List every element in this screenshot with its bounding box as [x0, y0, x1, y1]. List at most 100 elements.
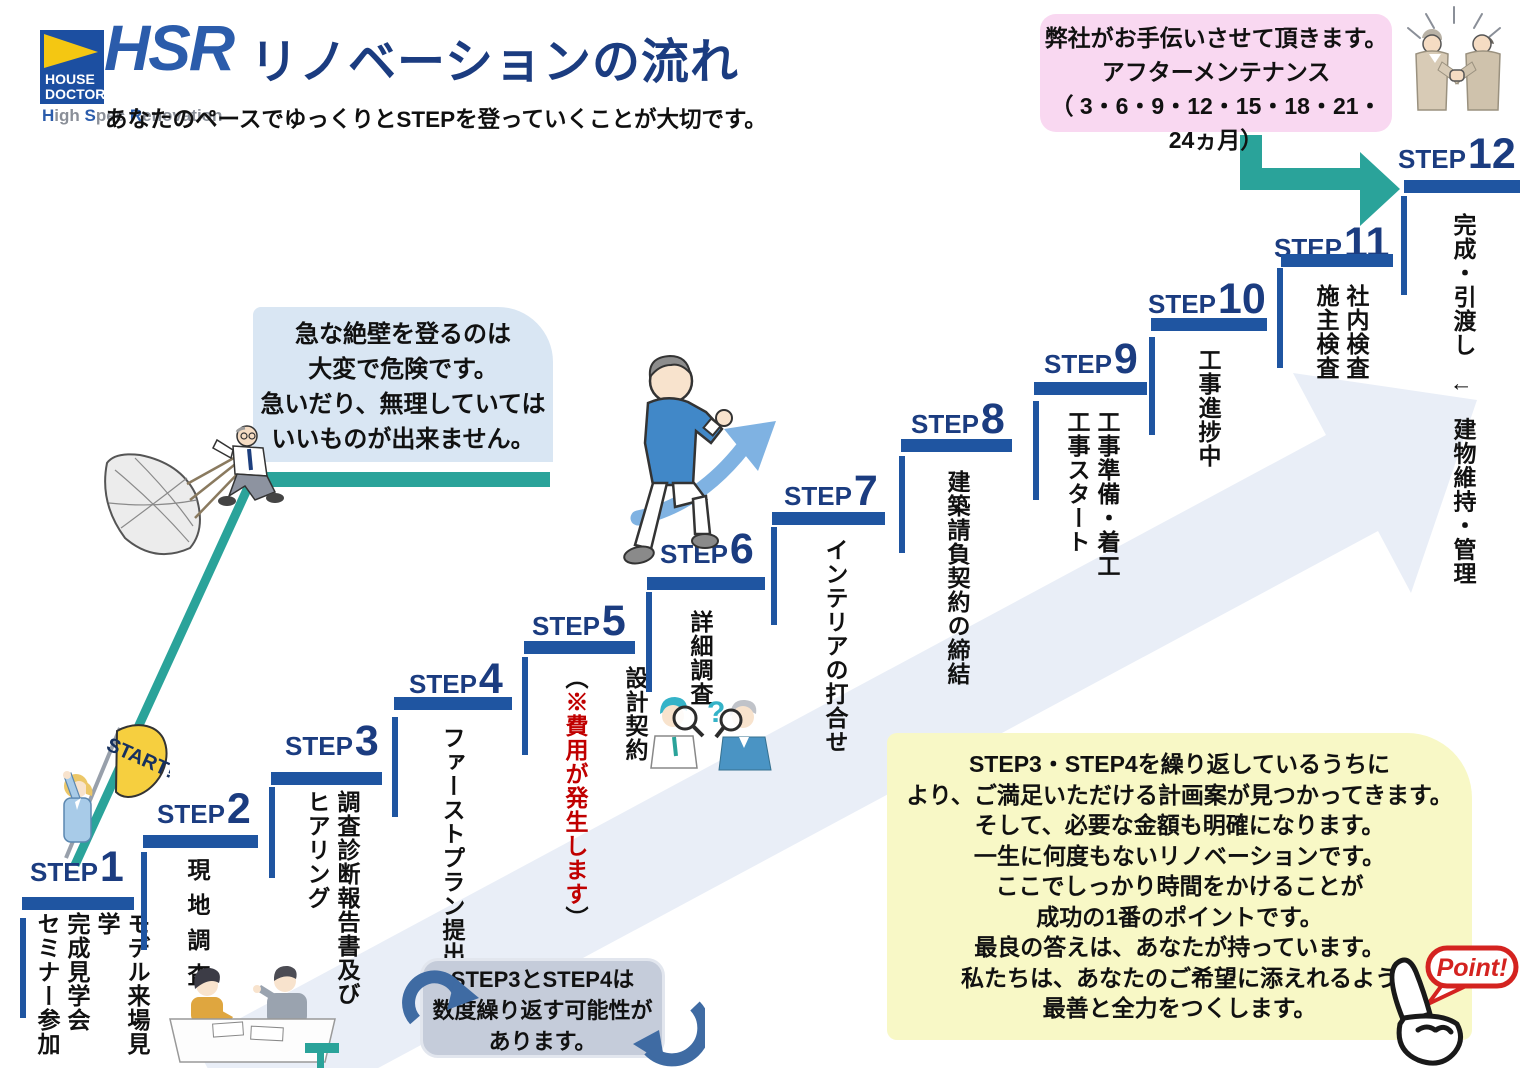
step-word: STEP: [1148, 289, 1216, 319]
step-10-riser: [1149, 337, 1155, 435]
step-8-riser: [899, 456, 905, 553]
logo-acronym: HSR: [104, 12, 235, 84]
tagline-h: H: [42, 106, 55, 125]
index-finger: [1389, 957, 1433, 1025]
house-doctor-logo: HOUSE DOCTOR: [40, 30, 105, 104]
logo-flag-triangle: [44, 34, 98, 68]
step-4-bar: [394, 697, 512, 710]
aftercare-elbow-arrow: [1240, 135, 1400, 226]
step-5-riser: [522, 657, 528, 755]
point-badge-text: Point!: [1437, 954, 1508, 982]
cliff-warning-note: 急な絶壁を登るのは 大変で危険です。 急いだり、無理していては いいものが出来ま…: [253, 307, 553, 462]
step-number: 6: [729, 525, 754, 573]
step-3-title: 調査診断報告書及び ヒアリング: [304, 790, 360, 1006]
logo-doctor-text: DOCTOR: [45, 86, 105, 102]
step-number: 12: [1467, 130, 1516, 178]
step-word: STEP: [157, 799, 225, 829]
step-number: 7: [853, 467, 878, 515]
step-4-title: ファーストプラン提出: [439, 726, 465, 966]
step-word: STEP: [409, 669, 477, 699]
step-word: STEP: [1044, 349, 1112, 379]
step-11-title: 社内検査 施主検査: [1313, 284, 1369, 380]
step-word: STEP: [784, 481, 852, 511]
fist: [1396, 1013, 1463, 1066]
page-subtitle: あなたのペースでゆっくりとSTEPを登っていくことが大切です。: [105, 107, 767, 132]
step-word: STEP: [532, 611, 600, 641]
step-number: 2: [226, 785, 251, 833]
step-8-bar: [901, 439, 1012, 452]
logo-house-text: HOUSE: [45, 71, 95, 87]
step-2-riser: [141, 852, 147, 950]
step-5-title-main: 設計契約: [622, 666, 648, 762]
step-2-bar: [143, 835, 258, 848]
step-12-title: 完成・引渡し ↓ 建物維持・管理: [1450, 213, 1476, 586]
step-8-title: 建築請負契約の締結: [944, 470, 970, 686]
step-11-bar: [1281, 254, 1393, 267]
cliff-ledge-bar: [262, 472, 550, 487]
repeat-note: STEP3とSTEP4は 数度繰り返す可能性が あります。: [420, 958, 665, 1058]
step-7-title: インテリアの打合せ: [822, 538, 848, 754]
step-12-riser: [1401, 196, 1407, 295]
step-10-title: 工事進捗中: [1195, 348, 1221, 468]
step-2-title: 現地調査: [184, 858, 210, 998]
step-1-bar: [22, 897, 134, 910]
step-11-riser: [1277, 268, 1283, 368]
step-9-title: 工事準備・着工 工事スタート: [1064, 410, 1120, 578]
step-1-title: モデル来場見学 完成見学会 セミナー参加: [34, 912, 150, 1056]
tagline-pec: pec: [95, 106, 130, 125]
step-number: 8: [980, 395, 1005, 443]
step-word: STEP: [1398, 144, 1466, 174]
step-12-bar: [1404, 180, 1520, 193]
step-number: 4: [478, 655, 503, 703]
cost-warning-text: ※費用が発生します: [562, 690, 588, 906]
repeat-cycle-arrows: [402, 970, 705, 1067]
step-number: 5: [601, 597, 626, 645]
step-6-riser: [646, 592, 652, 692]
step-9-riser: [1033, 401, 1039, 500]
step-3-bar: [271, 772, 382, 785]
logo-tagline: High Spec Renovation: [42, 106, 222, 126]
step-7-bar: [772, 512, 885, 525]
step-number: 1: [99, 843, 124, 891]
tagline-r: R: [129, 106, 143, 125]
step-word: STEP: [30, 857, 98, 887]
pointing-hand-illustration: Point!: [1389, 945, 1519, 1066]
step-1-riser: [20, 918, 26, 1018]
step-word: STEP: [660, 539, 728, 569]
cycle-arrow-left: [402, 970, 466, 1025]
step-number: 10: [1217, 275, 1266, 323]
step-6-title: 詳細調査: [687, 610, 713, 706]
step-5-bar: [524, 641, 635, 654]
step-number: 3: [354, 717, 379, 765]
step-9-bar: [1034, 382, 1147, 395]
paren-open: （: [562, 666, 588, 690]
tagline-s: S: [84, 106, 96, 125]
aftercare-note: 弊社がお手伝いさせて頂きます。 アフターメンテナンス （ 3・6・9・12・15…: [1040, 14, 1392, 153]
step-6-bar: [647, 577, 765, 590]
step-word: STEP: [285, 731, 353, 761]
step-3-riser: [269, 787, 275, 878]
staircase-arrow-band: [194, 373, 1477, 1068]
step-number: 9: [1113, 335, 1138, 383]
step-word: STEP: [911, 409, 979, 439]
tagline-enovation: enovation: [142, 106, 223, 125]
step-5-title: 設計契約 （※費用が発生します）: [530, 666, 680, 930]
page-title: リノベーションの流れ: [250, 36, 740, 89]
tagline-igh: igh: [54, 106, 85, 125]
step-5-cost-note: （※費用が発生します）: [560, 666, 590, 930]
step-4-riser: [392, 717, 398, 817]
paren-close: ）: [562, 906, 588, 930]
step-7-riser: [771, 527, 777, 625]
